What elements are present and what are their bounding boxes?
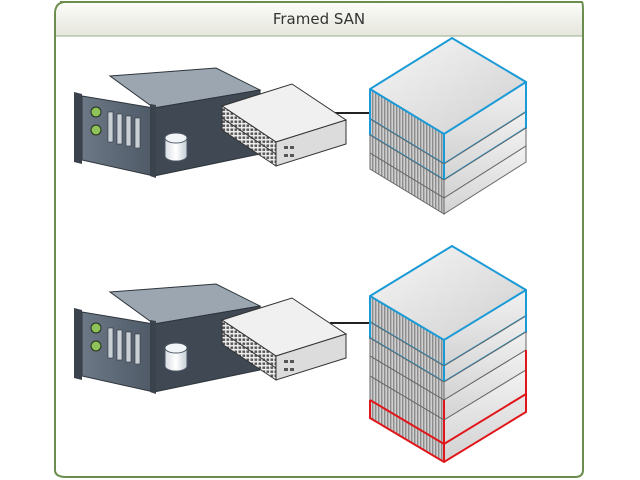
network-switch-icon [220,297,348,381]
diagram-title: Framed SAN [273,10,365,28]
storage-unit-highlighted-red [369,369,527,464]
network-switch-icon [220,83,348,167]
row-2 [74,244,527,464]
storage-array-icon [369,244,527,464]
storage-unit [369,127,527,199]
row-1 [74,36,527,215]
storage-unit [369,145,527,215]
storage-unit-highlighted-red [369,349,527,421]
database-icon [164,342,188,372]
server-icon [74,67,262,178]
storage-array-icon [369,36,527,215]
database-icon [164,132,188,162]
